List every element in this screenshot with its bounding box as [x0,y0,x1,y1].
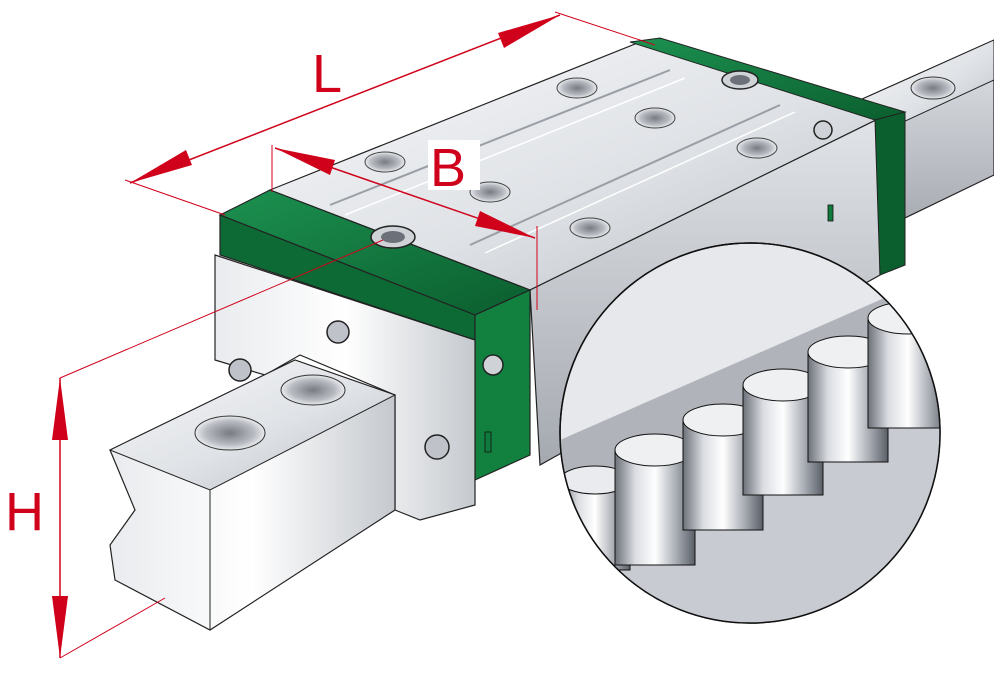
threaded-hole [736,137,778,159]
screw-front-top [326,320,350,344]
rail-bolt-hole [280,374,346,406]
roller-detail-view [559,242,941,624]
rail-bolt-hole [194,415,266,451]
screw-front-left [228,358,252,382]
end-plate-front [214,254,476,521]
end-seal-back [629,37,907,276]
dimension-label-b: B [430,138,466,198]
roller [614,433,696,566]
threaded-hole [556,77,598,99]
dimension-label-h: H [5,482,44,542]
threaded-hole [634,107,676,129]
dimension-line-l [129,14,561,184]
rail-front [108,359,397,631]
dimension-label-l: L [312,44,342,104]
screw-seal [482,354,504,376]
dimension-width: B [271,138,538,310]
threaded-hole [569,217,611,239]
roller [867,301,940,429]
rail-bolt-hole-back [910,76,956,100]
dimension-height: H [5,239,384,659]
threaded-hole [364,151,406,173]
dimension-length: L [124,11,656,216]
screw-back [813,120,833,140]
screw-front-right [424,434,450,460]
